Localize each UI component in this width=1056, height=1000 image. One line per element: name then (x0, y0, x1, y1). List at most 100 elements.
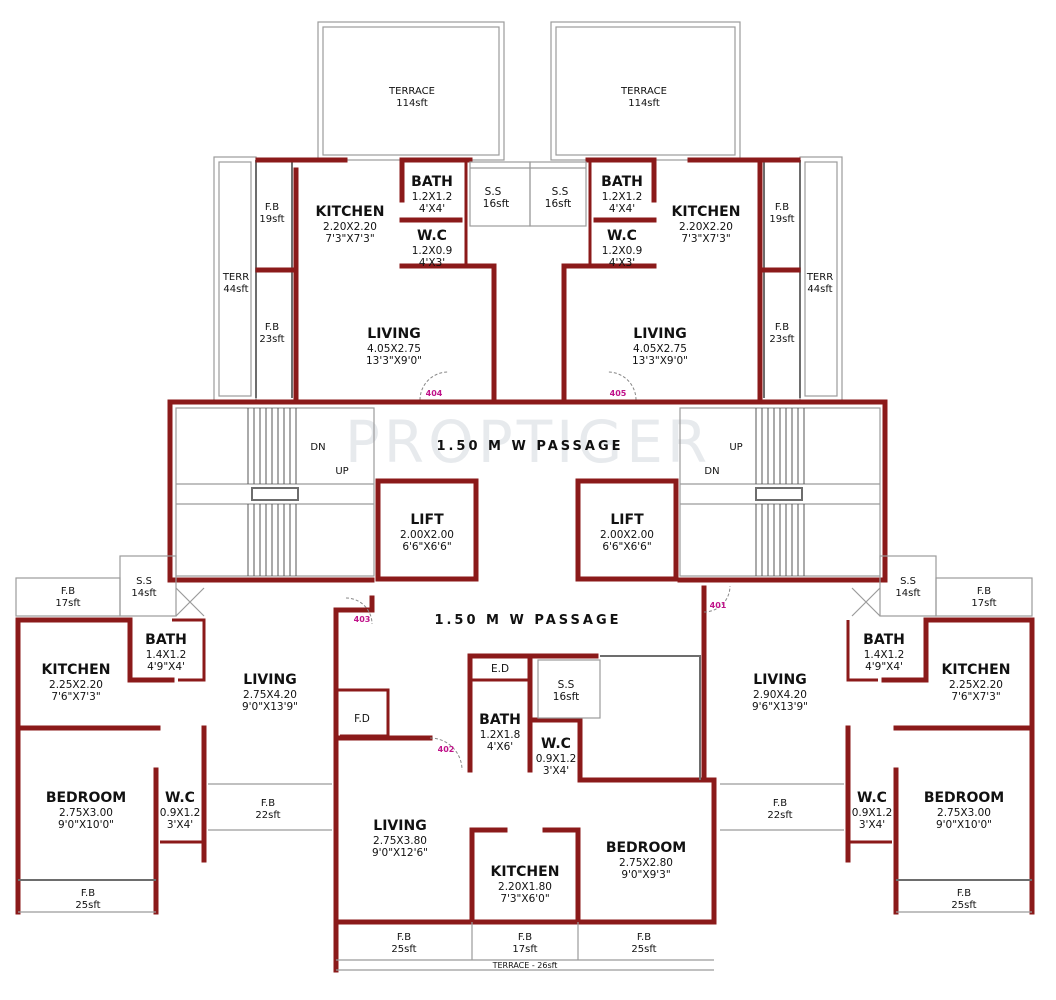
tl-bath-dim: 1.2X1.2 (412, 191, 453, 203)
br-fbmid-label: F.B (773, 798, 787, 809)
bc-fbright-area: 25sft (631, 944, 656, 955)
bl-living-label: LIVING (243, 672, 296, 688)
flat-402-walls (333, 637, 717, 973)
bl-living-dim: 2.75X4.20 (243, 689, 297, 701)
tl-kitchen-label: KITCHEN (316, 204, 385, 220)
tr-ss-area: 16sft (545, 198, 571, 210)
bc-living-label: LIVING (373, 818, 426, 834)
bc-fbleft-label: F.B (397, 932, 411, 943)
tl-terr-area: 44sft (223, 284, 248, 295)
tl-fb2-area: 23sft (259, 334, 284, 345)
tl-wc-label: W.C (417, 228, 447, 244)
bc-kitchen-imp: 7'3"X6'0" (500, 893, 549, 905)
flat-404-number: 404 (426, 389, 443, 398)
flat-401-number: 401 (710, 601, 727, 610)
bl-bath-dim: 1.4X1.2 (146, 649, 187, 661)
flat-401-walls (701, 555, 1035, 915)
tl-wc-dim: 1.2X0.9 (412, 245, 453, 257)
bl-ss-area: 14sft (131, 588, 156, 599)
tl-kitchen-imp: 7'3"X7'3" (325, 233, 374, 245)
bc-fbmid-area: 17sft (512, 944, 537, 955)
br-bath-label: BATH (863, 632, 905, 648)
tr-living-label: LIVING (633, 326, 686, 342)
tr-kitchen-dim: 2.20X2.20 (679, 221, 733, 233)
tr-kitchen-imp: 7'3"X7'3" (681, 233, 730, 245)
bc-wc-dim: 0.9X1.2 (536, 753, 577, 765)
bc-kitchen-label: KITCHEN (491, 864, 560, 880)
stair-treads (247, 408, 805, 576)
flat-404-walls (213, 156, 531, 403)
tl-fb1-area: 19sft (259, 214, 284, 225)
bc-bedroom-dim: 2.75X2.80 (619, 857, 673, 869)
br-living-label: LIVING (753, 672, 806, 688)
terrace-left-area: 114sft (396, 98, 428, 109)
tl-bath-label: BATH (411, 174, 453, 190)
tr-living-dim: 4.05X2.75 (633, 343, 687, 355)
br-kitchen-dim: 2.25X2.20 (949, 679, 1003, 691)
br-fbtop-label: F.B (977, 586, 991, 597)
bl-bath-imp: 4'9"X4' (147, 661, 185, 673)
bl-bedroom-dim: 2.75X3.00 (59, 807, 113, 819)
lift-right-label: LIFT (610, 512, 644, 528)
bl-fbtop-area: 17sft (55, 598, 80, 609)
br-living-imp: 9'6"X13'9" (752, 701, 808, 713)
lift-left-label: LIFT (410, 512, 444, 528)
tr-kitchen-label: KITCHEN (672, 204, 741, 220)
bc-bath-dim: 1.2X1.8 (480, 729, 521, 741)
core-walls (167, 399, 888, 583)
tl-fb2-label: F.B (265, 322, 279, 333)
tr-bath-label: BATH (601, 174, 643, 190)
br-bath-imp: 4'9"X4' (865, 661, 903, 673)
lift-left-imp: 6'6"X6'6" (402, 541, 451, 553)
tr-fb2-area: 23sft (769, 334, 794, 345)
bc-living-imp: 9'0"X12'6" (372, 847, 428, 859)
tl-living-dim: 4.05X2.75 (367, 343, 421, 355)
bl-ss-label: S.S (136, 576, 152, 587)
br-bedroom-imp: 9'0"X10'0" (936, 819, 992, 831)
upper-passage-label: 1.50 M W PASSAGE (436, 439, 623, 454)
stair-right-dn: DN (704, 466, 719, 477)
watermark: PROPTIGER (345, 408, 711, 476)
tr-living-imp: 13'3"X9'0" (632, 355, 688, 367)
bc-fbmid-label: F.B (518, 932, 532, 943)
lift-left-dim: 2.00X2.00 (400, 529, 454, 541)
tl-living-imp: 13'3"X9'0" (366, 355, 422, 367)
bc-bedroom-imp: 9'0"X9'3" (621, 869, 670, 881)
br-fbbottom-area: 25sft (951, 900, 976, 911)
flat-405-walls (529, 156, 843, 403)
br-bedroom-dim: 2.75X3.00 (937, 807, 991, 819)
tl-living-label: LIVING (367, 326, 420, 342)
bc-ss-label: S.S (558, 679, 575, 691)
terrace-right-area: 114sft (628, 98, 660, 109)
tl-ss-area: 16sft (483, 198, 509, 210)
br-wc-imp: 3'X4' (859, 819, 885, 831)
terrace-left-label: TERRACE (388, 86, 435, 97)
bl-wc-imp: 3'X4' (167, 819, 193, 831)
tr-bath-imp: 4'X4' (609, 203, 635, 215)
bc-bath-label: BATH (479, 712, 521, 728)
stair-right-up: UP (729, 442, 742, 453)
br-bedroom-label: BEDROOM (924, 790, 1004, 806)
lift-right-dim: 2.00X2.00 (600, 529, 654, 541)
bl-bath-label: BATH (145, 632, 187, 648)
tl-bath-imp: 4'X4' (419, 203, 445, 215)
bl-wc-dim: 0.9X1.2 (160, 807, 201, 819)
tl-kitchen-dim: 2.20X2.20 (323, 221, 377, 233)
terrace-right-label: TERRACE (620, 86, 667, 97)
tr-ss-label: S.S (552, 186, 569, 198)
br-fbtop-area: 17sft (971, 598, 996, 609)
stair-left-up: UP (335, 466, 348, 477)
bl-fbbottom-label: F.B (81, 888, 95, 899)
bc-fbleft-area: 25sft (391, 944, 416, 955)
bc-fbright-label: F.B (637, 932, 651, 943)
br-ss-area: 14sft (895, 588, 920, 599)
tr-fb1-label: F.B (775, 202, 789, 213)
lift-right-imp: 6'6"X6'6" (602, 541, 651, 553)
tl-terr-label: TERR (222, 272, 249, 283)
bl-bedroom-imp: 9'0"X10'0" (58, 819, 114, 831)
br-kitchen-imp: 7'6"X7'3" (951, 691, 1000, 703)
bc-kitchen-dim: 2.20X1.80 (498, 881, 552, 893)
bl-kitchen-label: KITCHEN (42, 662, 111, 678)
bc-fd-label: F.D (354, 713, 370, 725)
